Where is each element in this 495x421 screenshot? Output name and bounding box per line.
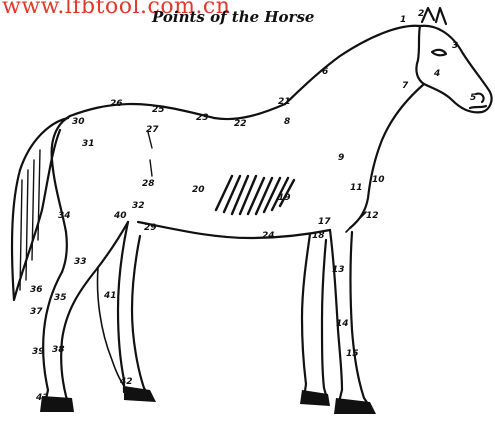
- horse-head-outline: [416, 26, 491, 113]
- point-label-43: 43: [35, 393, 49, 403]
- point-label-19: 19: [278, 193, 291, 203]
- point-label-8: 8: [284, 117, 290, 127]
- point-label-26: 26: [110, 99, 123, 109]
- point-label-18: 18: [312, 231, 325, 241]
- point-label-33: 33: [74, 257, 87, 267]
- point-label-35: 35: [54, 293, 67, 303]
- point-label-1: 1: [400, 15, 406, 25]
- point-label-17: 17: [318, 217, 331, 227]
- point-label-31: 31: [82, 139, 95, 149]
- horse-eye: [432, 50, 446, 55]
- point-label-12: 12: [366, 211, 379, 221]
- horse-fore-leg: [302, 234, 328, 402]
- horse-nostril: [476, 94, 484, 102]
- point-label-30: 30: [72, 117, 85, 127]
- horse-mouth: [470, 106, 486, 108]
- point-label-3: 3: [452, 41, 458, 51]
- point-label-25: 25: [152, 105, 165, 115]
- horse-neck-throat: [350, 84, 424, 228]
- point-label-34: 34: [58, 211, 71, 221]
- diagram-title: Points of the Horse: [152, 8, 314, 26]
- point-label-41: 41: [103, 291, 117, 301]
- point-label-21: 21: [278, 97, 291, 107]
- point-label-4: 4: [433, 69, 440, 79]
- horse-belly: [138, 222, 330, 238]
- point-labels: 1 2 3 4 5 6 7 8 9 10 11 12 13 14 15 16 1…: [30, 9, 476, 411]
- point-label-22: 22: [234, 119, 247, 129]
- point-label-10: 10: [372, 175, 385, 185]
- horse-croup: [52, 116, 70, 272]
- point-label-23: 23: [196, 113, 209, 123]
- point-label-6: 6: [322, 67, 328, 77]
- point-label-28: 28: [142, 179, 155, 189]
- horse-back: [70, 104, 285, 119]
- point-label-16: 16: [350, 401, 363, 411]
- point-label-11: 11: [350, 183, 363, 193]
- horse-hind-leg: [43, 222, 128, 410]
- horse-ear: [422, 8, 446, 24]
- point-label-37: 37: [30, 307, 43, 317]
- point-label-36: 36: [30, 285, 43, 295]
- point-label-38: 38: [52, 345, 65, 355]
- point-label-27: 27: [146, 125, 159, 135]
- point-label-42: 42: [119, 377, 133, 387]
- point-label-5: 5: [470, 93, 476, 103]
- point-label-32: 32: [132, 201, 145, 211]
- point-label-9: 9: [338, 153, 344, 163]
- point-label-14: 14: [336, 319, 349, 329]
- point-label-7: 7: [402, 81, 409, 91]
- horse-hind-leg-far: [118, 222, 150, 398]
- hoof: [124, 386, 156, 402]
- point-label-39: 39: [32, 347, 45, 357]
- point-label-24: 24: [262, 231, 275, 241]
- point-label-20: 20: [192, 185, 205, 195]
- point-label-2: 2: [418, 9, 424, 19]
- point-label-15: 15: [346, 349, 359, 359]
- point-label-40: 40: [113, 211, 127, 221]
- point-label-13: 13: [332, 265, 345, 275]
- horse-neck-crest: [285, 26, 420, 104]
- point-label-29: 29: [144, 223, 157, 233]
